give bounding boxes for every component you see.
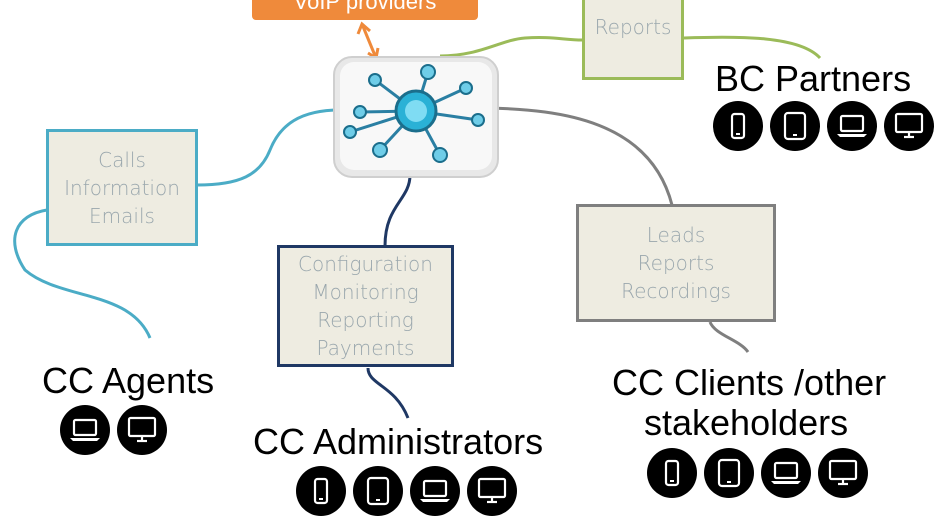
- monitor-icon: [467, 466, 517, 516]
- clients-box-line: Leads: [646, 223, 706, 247]
- monitor-icon: [884, 101, 934, 151]
- clients-box-line: Reports: [637, 251, 715, 275]
- bc-partners-label: BC Partners: [715, 58, 912, 99]
- green-connector: [439, 35, 822, 60]
- monitor-icon: [117, 405, 167, 455]
- orange-double-arrow: [356, 21, 380, 61]
- navy-connector: [366, 174, 412, 419]
- tablet-icon: [704, 448, 754, 498]
- laptop-icon: [761, 448, 811, 498]
- cc-agents-devices: [60, 405, 167, 455]
- admins-box-line: Configuration: [298, 252, 433, 276]
- gray-connector: [489, 106, 750, 353]
- reports-box-line: Reports: [594, 15, 672, 39]
- connector-lines: [13, 21, 822, 419]
- agents-box-line: Calls: [98, 147, 146, 172]
- admins-box-line: Payments: [316, 336, 415, 360]
- cc-agents-label: CC Agents: [42, 360, 215, 401]
- agents-box: Calls Information Emails: [46, 129, 198, 246]
- hub-network-icon: [333, 56, 499, 178]
- phone-icon: [647, 448, 697, 498]
- laptop-icon: [827, 101, 877, 151]
- admins-box-line: Monitoring: [312, 280, 419, 304]
- clients-box-line: Recordings: [621, 279, 731, 303]
- phone-icon: [296, 466, 346, 516]
- laptop-icon: [410, 466, 460, 516]
- tablet-icon: [770, 101, 820, 151]
- teal-connector: [13, 108, 341, 339]
- cc-clients-label-line2: stakeholders: [644, 402, 849, 443]
- agents-box-line: Emails: [89, 203, 155, 228]
- cc-clients-label-line1: CC Clients /other: [612, 362, 887, 403]
- voip-providers-box: VoIP providers: [252, 0, 478, 20]
- agents-box-line: Information: [64, 175, 180, 200]
- bc-partners-devices: [713, 101, 934, 151]
- laptop-icon: [60, 405, 110, 455]
- admins-box-line: Reporting: [317, 308, 414, 332]
- monitor-icon: [818, 448, 868, 498]
- cc-administrators-devices: [296, 466, 517, 516]
- admins-box: Configuration Monitoring Reporting Payme…: [277, 245, 454, 367]
- tablet-icon: [353, 466, 403, 516]
- phone-icon: [713, 101, 763, 151]
- reports-box: Reports: [582, 0, 684, 80]
- clients-box: Leads Reports Recordings: [576, 204, 776, 322]
- cc-administrators-label: CC Administrators: [253, 421, 544, 462]
- cc-clients-devices: [647, 448, 868, 498]
